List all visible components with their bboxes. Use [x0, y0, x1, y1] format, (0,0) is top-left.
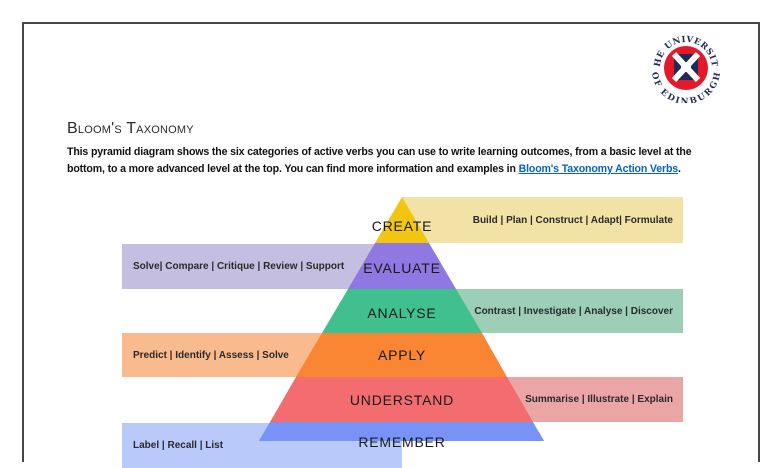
verbs-create: Build | Plan | Construct | Adapt| Formul…	[472, 214, 673, 226]
university-of-edinburgh-logo: THE UNIVERSITY OF EDINBURGH	[651, 33, 721, 103]
blooms-pyramid	[258, 197, 545, 441]
level-label-understand: UNDERSTAND	[349, 392, 455, 408]
intro-paragraph: This pyramid diagram shows the six categ…	[67, 146, 692, 175]
page-title: Bloom's Taxonomy	[67, 120, 194, 137]
level-label-analyse: ANALYSE	[367, 305, 437, 321]
level-label-evaluate: EVALUATE	[363, 260, 441, 276]
verbs-box-create: Build | Plan | Construct | Adapt| Formul…	[402, 197, 683, 243]
verbs-apply: Predict | Identify | Assess | Solve	[133, 349, 289, 361]
verbs-understand: Summarise | Illustrate | Explain	[525, 394, 673, 405]
verbs-evaluate: Solve| Compare | Critique | Review | Sup…	[133, 261, 345, 272]
pyramid-level-remember	[258, 422, 545, 441]
level-label-apply: APPLY	[377, 347, 427, 363]
pyramid-level-apply	[296, 333, 507, 377]
action-verbs-link[interactable]: Bloom's Taxonomy Action Verbs	[518, 163, 679, 175]
verbs-analyse: Contrast | Investigate | Analyse | Disco…	[474, 305, 673, 317]
level-label-create: CREATE	[371, 218, 433, 234]
verbs-remember: Label | Recall | List	[133, 440, 224, 451]
pyramid-level-understand	[270, 377, 533, 422]
pyramid-level-analyse	[322, 289, 482, 333]
pyramid-level-create	[375, 197, 429, 243]
level-label-remember: REMEMBER	[358, 434, 446, 450]
intro-text: This pyramid diagram shows the six categ…	[67, 146, 692, 175]
pyramid-level-evaluate	[348, 243, 456, 289]
